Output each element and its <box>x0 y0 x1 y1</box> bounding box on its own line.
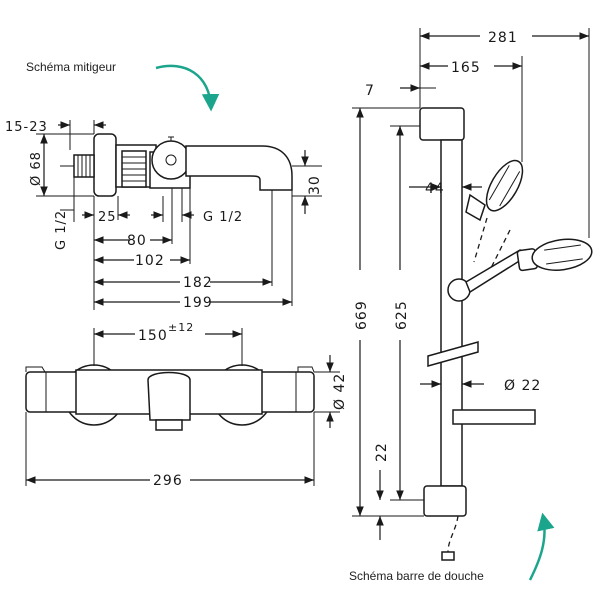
mixer-caption: Schéma mitigeur <box>26 60 116 74</box>
dim-22-bottom: 22 <box>374 442 390 462</box>
mixer-side-view <box>73 133 293 197</box>
mixer-front-dimensions: 150 ±12 Ø 42 296 <box>25 321 348 489</box>
curved-arrow-icon <box>528 512 555 581</box>
dim-199: 199 <box>183 295 213 311</box>
dim-30: 30 <box>307 175 323 195</box>
dim-182: 182 <box>183 275 213 291</box>
dim-25: 25 <box>98 210 117 225</box>
dim-g12-left: G 1/2 <box>54 210 69 250</box>
dim-22-pipe: Ø 22 <box>504 378 541 394</box>
dim-42: Ø 42 <box>332 373 348 410</box>
dim-15-23: 15-23 <box>5 120 48 135</box>
curved-arrow-icon <box>155 64 220 112</box>
dim-150-tolerance: ±12 <box>168 321 194 334</box>
dim-68: Ø 68 <box>29 151 44 186</box>
dim-7: 7 <box>365 83 375 99</box>
shower-bar-dimensions: 281 165 7 44 669 625 Ø 22 22 <box>352 28 590 540</box>
dim-296: 296 <box>153 473 183 489</box>
mixer-front-view <box>25 364 315 431</box>
dim-44: 44 <box>425 181 445 197</box>
shower-bar-view <box>419 107 593 561</box>
dim-150: 150 <box>138 328 168 344</box>
dim-281: 281 <box>488 30 518 46</box>
dim-g12-right: G 1/2 <box>203 210 243 225</box>
dim-165: 165 <box>451 60 481 76</box>
mixer-side-dimensions: 15-23 Ø 68 G 1/2 25 G 1/2 80 <box>5 120 323 311</box>
dim-80: 80 <box>127 233 147 249</box>
dim-102: 102 <box>135 253 165 269</box>
dim-625: 625 <box>394 300 410 330</box>
dim-669: 669 <box>354 300 370 330</box>
shower-bar-caption: Schéma barre de douche <box>349 569 484 583</box>
